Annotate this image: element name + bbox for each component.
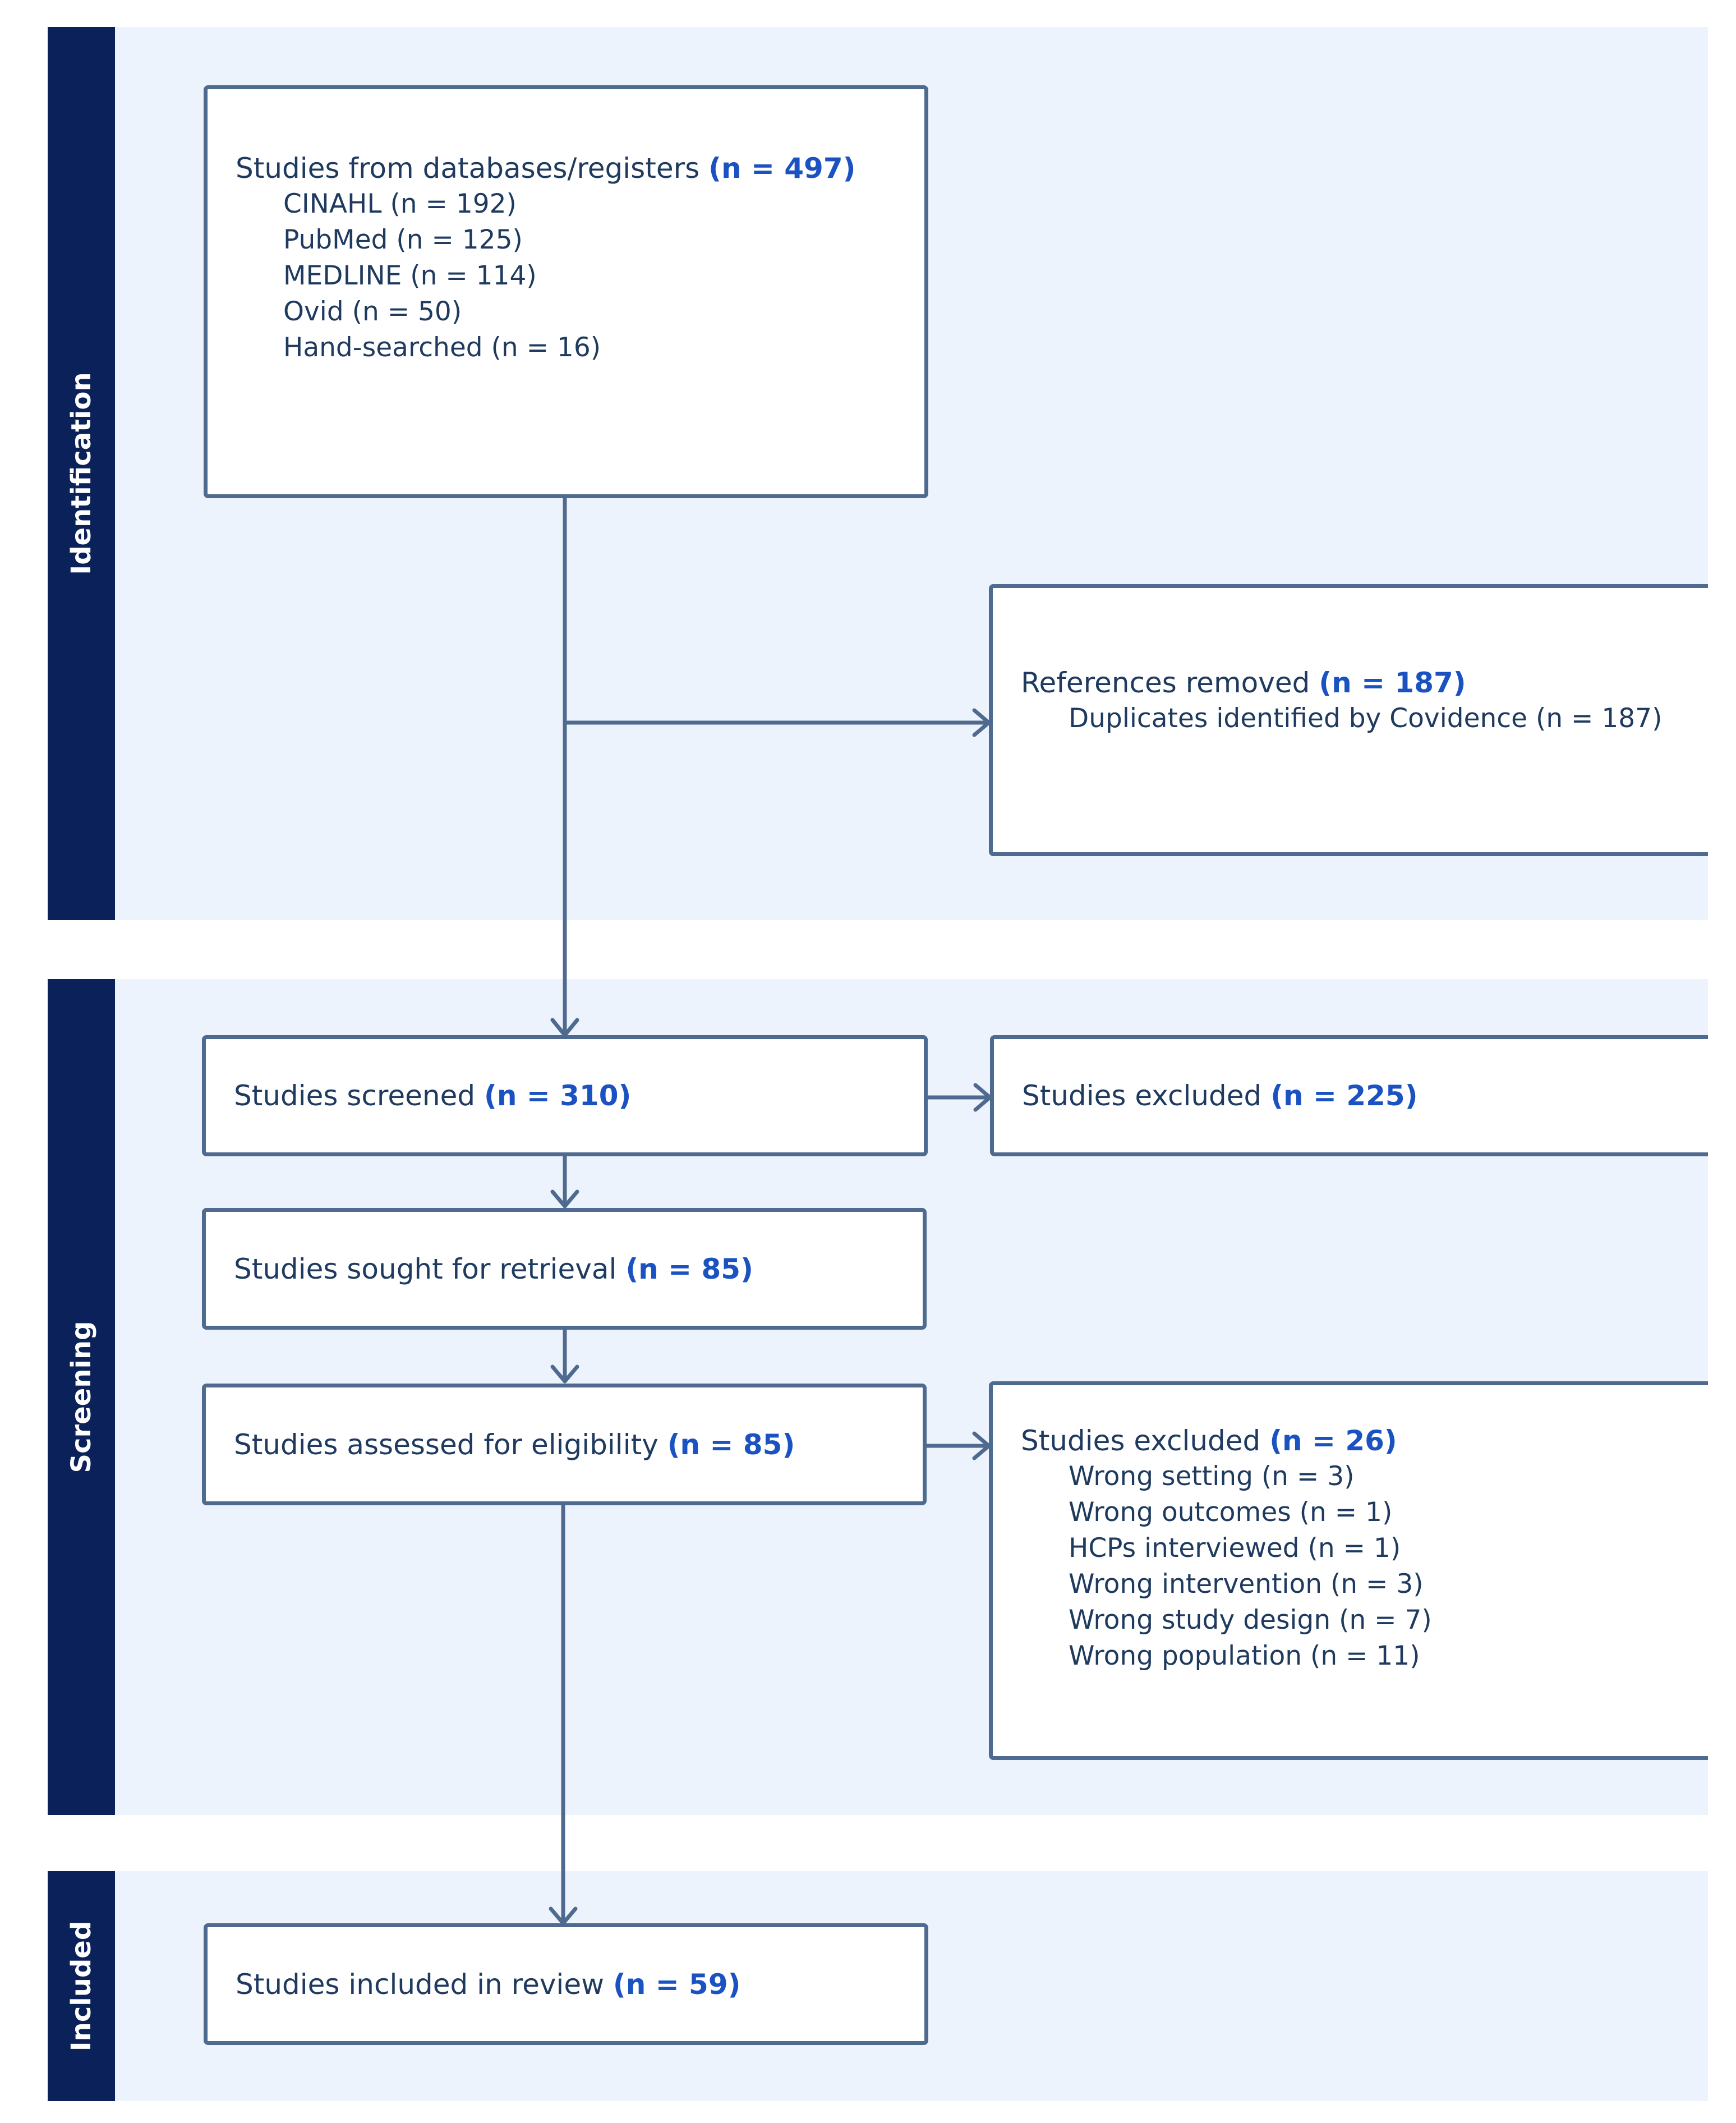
exclusion-reason: Wrong study design (n = 7) (1069, 1604, 1432, 1635)
exclusion-reason: Wrong setting (n = 3) (1069, 1460, 1355, 1492)
included-count: (n = 59) (613, 1968, 741, 2001)
removed-label: References removed (1021, 666, 1310, 699)
eligibility-box: Studies assessed for eligibility (n = 85… (202, 1384, 927, 1505)
screened-count: (n = 310) (483, 1079, 632, 1112)
included-label: Included (66, 1920, 97, 2052)
identification-sidebar: Identification (48, 27, 115, 920)
records-box: Studies from databases/registers (n = 49… (204, 85, 928, 498)
included-heading: Studies included in review (n = 59) (236, 1966, 913, 2002)
removed-heading: References removed (n = 187) (1021, 665, 1697, 701)
excluded-screening-heading: Studies excluded (n = 225) (1022, 1078, 1697, 1114)
removed-box: References removed (n = 187) Duplicates … (989, 584, 1708, 856)
eligibility-count: (n = 85) (667, 1428, 795, 1461)
records-count: (n = 497) (708, 152, 856, 185)
excluded-screening-label: Studies excluded (1022, 1079, 1262, 1112)
source-item: MEDLINE (n = 114) (283, 260, 537, 291)
eligibility-heading: Studies assessed for eligibility (n = 85… (234, 1427, 911, 1463)
eligibility-label: Studies assessed for eligibility (234, 1428, 659, 1461)
exclusion-reason: Wrong intervention (n = 3) (1069, 1568, 1424, 1600)
retrieval-box: Studies sought for retrieval (n = 85) (202, 1208, 927, 1330)
excluded-eligibility-heading: Studies excluded (n = 26) (1021, 1423, 1697, 1459)
included-box: Studies included in review (n = 59) (204, 1923, 928, 2045)
included-label: Studies included in review (236, 1968, 604, 2001)
screened-heading: Studies screened (n = 310) (234, 1078, 913, 1114)
identification-label: Identification (66, 372, 97, 575)
included-sidebar: Included (48, 1871, 115, 2101)
source-item: Hand-searched (n = 16) (283, 332, 601, 363)
exclusion-reason: HCPs interviewed (n = 1) (1069, 1532, 1401, 1564)
retrieval-heading: Studies sought for retrieval (n = 85) (234, 1251, 911, 1287)
source-item: CINAHL (n = 192) (283, 189, 517, 219)
screening-label: Screening (66, 1321, 97, 1473)
records-heading: Studies from databases/registers (n = 49… (236, 150, 913, 186)
retrieval-count: (n = 85) (625, 1252, 753, 1285)
excluded-screening-box: Studies excluded (n = 225) (990, 1035, 1708, 1156)
excluded-eligibility-box: Studies excluded (n = 26) Wrong setting … (989, 1381, 1708, 1760)
excluded-eligibility-count: (n = 26) (1269, 1424, 1397, 1457)
removed-count: (n = 187) (1319, 666, 1466, 699)
removed-detail: Duplicates identified by Covidence (n = … (1069, 702, 1663, 734)
excluded-eligibility-label: Studies excluded (1021, 1424, 1261, 1457)
exclusion-reason: Wrong population (n = 11) (1069, 1640, 1420, 1671)
records-label: Studies from databases/registers (236, 152, 700, 185)
retrieval-label: Studies sought for retrieval (234, 1252, 617, 1285)
screened-box: Studies screened (n = 310) (202, 1035, 928, 1156)
source-item: Ovid (n = 50) (283, 296, 462, 327)
source-item: PubMed (n = 125) (283, 224, 523, 255)
exclusion-reason: Wrong outcomes (n = 1) (1069, 1496, 1393, 1528)
excluded-screening-count: (n = 225) (1270, 1079, 1418, 1112)
screened-label: Studies screened (234, 1079, 476, 1112)
screening-sidebar: Screening (48, 979, 115, 1815)
